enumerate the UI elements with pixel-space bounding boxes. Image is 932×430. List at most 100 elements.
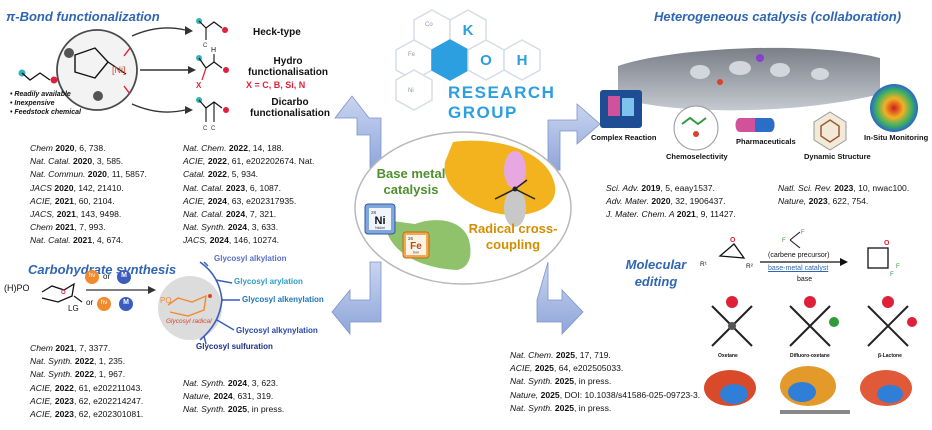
catalyst-label: [Ni] (112, 65, 126, 75)
ref-detail: , 32, 1906437. (670, 196, 726, 207)
ref-year: 2022 (54, 382, 74, 393)
svg-text:O: O (61, 290, 66, 296)
ref-year: 2025 (227, 404, 248, 415)
ref-journal: Sci. Adv. (606, 183, 642, 193)
ref-detail: , 17, 719. (574, 350, 611, 360)
ref-detail: , 61, e202202674. Nat. (226, 156, 315, 167)
logo-group: GROUP (448, 103, 518, 122)
ref-year: 2020 (73, 156, 93, 167)
ref-year: 2024 (209, 235, 229, 246)
reference-entry: Nat. Commun. 2020, 11, 5857. (30, 168, 147, 181)
heterogeneous-title: Heterogeneous catalysis (collaboration) (654, 9, 902, 24)
ref-detail: , 622, 754. (827, 196, 869, 207)
reference-entry: ACIE, 2023, 62, e202301081. (30, 408, 143, 421)
thumb-dynamic-structure (813, 111, 847, 151)
surface-atom-3 (770, 63, 790, 77)
ref-journal: ACIE, (510, 363, 535, 374)
carbohydrate-title: Carbohydrate synthesis (28, 262, 177, 277)
ref-detail: , in press. (574, 402, 612, 413)
ref-journal: Nat. Chem. (510, 350, 556, 360)
light-label-1: hν (88, 272, 96, 279)
branch-arylation: Glycosyl arylation (234, 277, 303, 286)
ref-detail: , 3, 585. (92, 156, 124, 167)
ref-journal: Nat. Catal. (183, 182, 226, 193)
surface-atom-1 (690, 65, 710, 79)
reference-entry: ACIE, 2021, 60, 2104. (30, 195, 147, 208)
ref-journal: Nat. Catal. (30, 235, 73, 246)
editing-refs: Nat. Chem. 2025, 17, 719.ACIE, 2025, 64,… (510, 349, 700, 415)
catalyst-substituent-a (64, 48, 74, 58)
ni-name: Nickel (375, 226, 385, 230)
arrow-up-left (334, 95, 382, 171)
ref-journal: ACIE, (183, 156, 208, 167)
orbital-bottom-lobe (504, 189, 526, 227)
svg-text:O: O (884, 240, 890, 247)
carb-refs-right: Nat. Synth. 2024, 3, 623.Nature, 2024, 6… (183, 377, 284, 417)
svg-text:F: F (801, 230, 805, 236)
ref-journal: ACIE, (30, 395, 55, 406)
ref-detail: , 6, 738. (74, 143, 106, 153)
branch-sulfuration: Glycosyl sulfuration (196, 342, 273, 351)
ref-detail: , 1, 235. (94, 356, 126, 367)
ref-journal: Nat. Synth. (510, 402, 555, 413)
ref-journal: Nat. Synth. (183, 404, 228, 415)
het-refs-left: Sci. Adv. 2019, 5, eaay1537.Adv. Mater. … (606, 182, 736, 222)
ref-year: 2021 (54, 195, 74, 206)
ref-year: 2024 (213, 391, 233, 402)
ref-journal: Catal. (183, 169, 208, 180)
ref-journal: ACIE, (30, 409, 55, 420)
adsorbate-2 (717, 79, 723, 85)
fe-name: Iron (413, 251, 419, 255)
arrow-up-right (547, 103, 601, 171)
ref-detail: , in press. (574, 376, 612, 387)
ref-detail: , 631, 319. (232, 391, 274, 402)
ref-journal: Nat. Synth. (183, 378, 228, 388)
ref-journal: Nat. Synth. (30, 356, 75, 367)
note-available: • Readily available (10, 91, 71, 98)
hydro-product (198, 57, 223, 69)
catalyst-circle (56, 29, 138, 111)
svg-text:C: C (203, 126, 208, 132)
pi-refs-right: Nat. Chem. 2022, 14, 188.ACIE, 2022, 61,… (183, 142, 314, 248)
thumb-chemoselectivity (673, 105, 719, 151)
product-hydro: Hydro functionalisation (248, 56, 328, 78)
reference-entry: Natl. Sci. Rev. 2023, 10, nwac100. (778, 182, 909, 195)
ref-year: 2025 (540, 389, 560, 400)
ref-journal: Nat. Commun. (30, 169, 88, 180)
ref-year: 2023 (54, 409, 74, 420)
reference-entry: JACS, 2024, 146, 10274. (183, 234, 314, 247)
ref-year: 2025 (554, 376, 575, 387)
ref-detail: , 9, 11427. (695, 209, 736, 220)
ref-year: 2021 (73, 235, 93, 246)
ref-detail: , 4, 674. (92, 235, 124, 246)
ref-detail: , 142, 21410. (73, 182, 124, 193)
reference-entry: ACIE, 2024, 63, e202317935. (183, 195, 314, 208)
ref-year: 2022 (74, 356, 95, 367)
arrow-heck (131, 27, 186, 37)
hex-label-o: O (480, 52, 492, 69)
hex-label-h: H (517, 52, 528, 69)
ref-detail: , 10, nwac100. (853, 183, 910, 193)
reference-entry: Catal. 2022, 5, 934. (183, 168, 314, 181)
radical-po-label: PO (160, 296, 172, 305)
dicarbo-product (198, 99, 223, 109)
het-item-pharmaceuticals: Pharmaceuticals (736, 137, 796, 146)
ref-year: 2020 (55, 143, 75, 153)
branch-alkynylation: Glycosyl alkynylation (236, 326, 318, 335)
het-item-dynamic-structure: Dynamic Structure (804, 152, 871, 161)
ni-number: 28 (371, 210, 377, 215)
ref-journal: Chem (30, 222, 56, 233)
ref-year: 2022 (228, 143, 248, 153)
svg-text:C: C (203, 43, 208, 49)
reference-entry: Chem 2021, 7, 993. (30, 221, 147, 234)
ref-year: 2024 (227, 222, 248, 233)
reference-entry: ACIE, 2022, 61, e202202674. Nat. (183, 155, 314, 168)
feedstock-notes: • Readily available • Inexpensive • Feed… (10, 90, 81, 117)
ref-journal: JACS (30, 182, 55, 193)
fe-tile-face (406, 235, 426, 255)
reference-entry: J. Mater. Chem. A 2021, 9, 11427. (606, 208, 736, 221)
ref-detail: , 7, 321. (245, 209, 277, 220)
ref-year: 2020 (54, 182, 74, 193)
thumb-in-situ-monitoring (870, 84, 918, 132)
base-label: base (797, 276, 813, 283)
